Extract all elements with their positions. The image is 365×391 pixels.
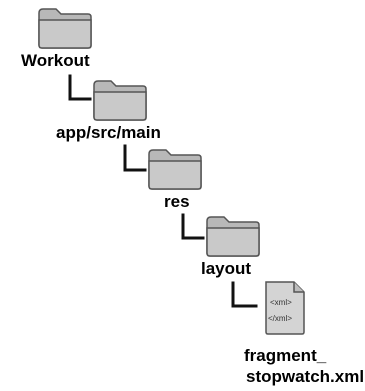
connector-appsrcmain-to-res [123,144,147,172]
folder-icon-layout [206,216,260,257]
folder-label-workout: Workout [21,51,90,70]
folder-label-res: res [164,192,190,211]
folder-icon-app-src-main [93,80,147,121]
folder-icon-res [148,149,202,190]
connector-res-to-layout [181,213,205,240]
connector-workout-to-appsrcmain [68,74,92,101]
folder-icon-workout [38,8,92,49]
xml-close-tag: </xml> [268,314,292,323]
file-label-line1: fragment_ [244,346,327,365]
folder-label-layout: layout [201,259,252,278]
xml-open-tag: <xml> [270,298,292,307]
folder-label-app-src-main: app/src/main [56,123,161,142]
file-label-line2: stopwatch.xml [246,367,365,386]
connector-layout-to-file [231,281,258,308]
xml-file-icon: <xml> </xml> [265,281,305,335]
